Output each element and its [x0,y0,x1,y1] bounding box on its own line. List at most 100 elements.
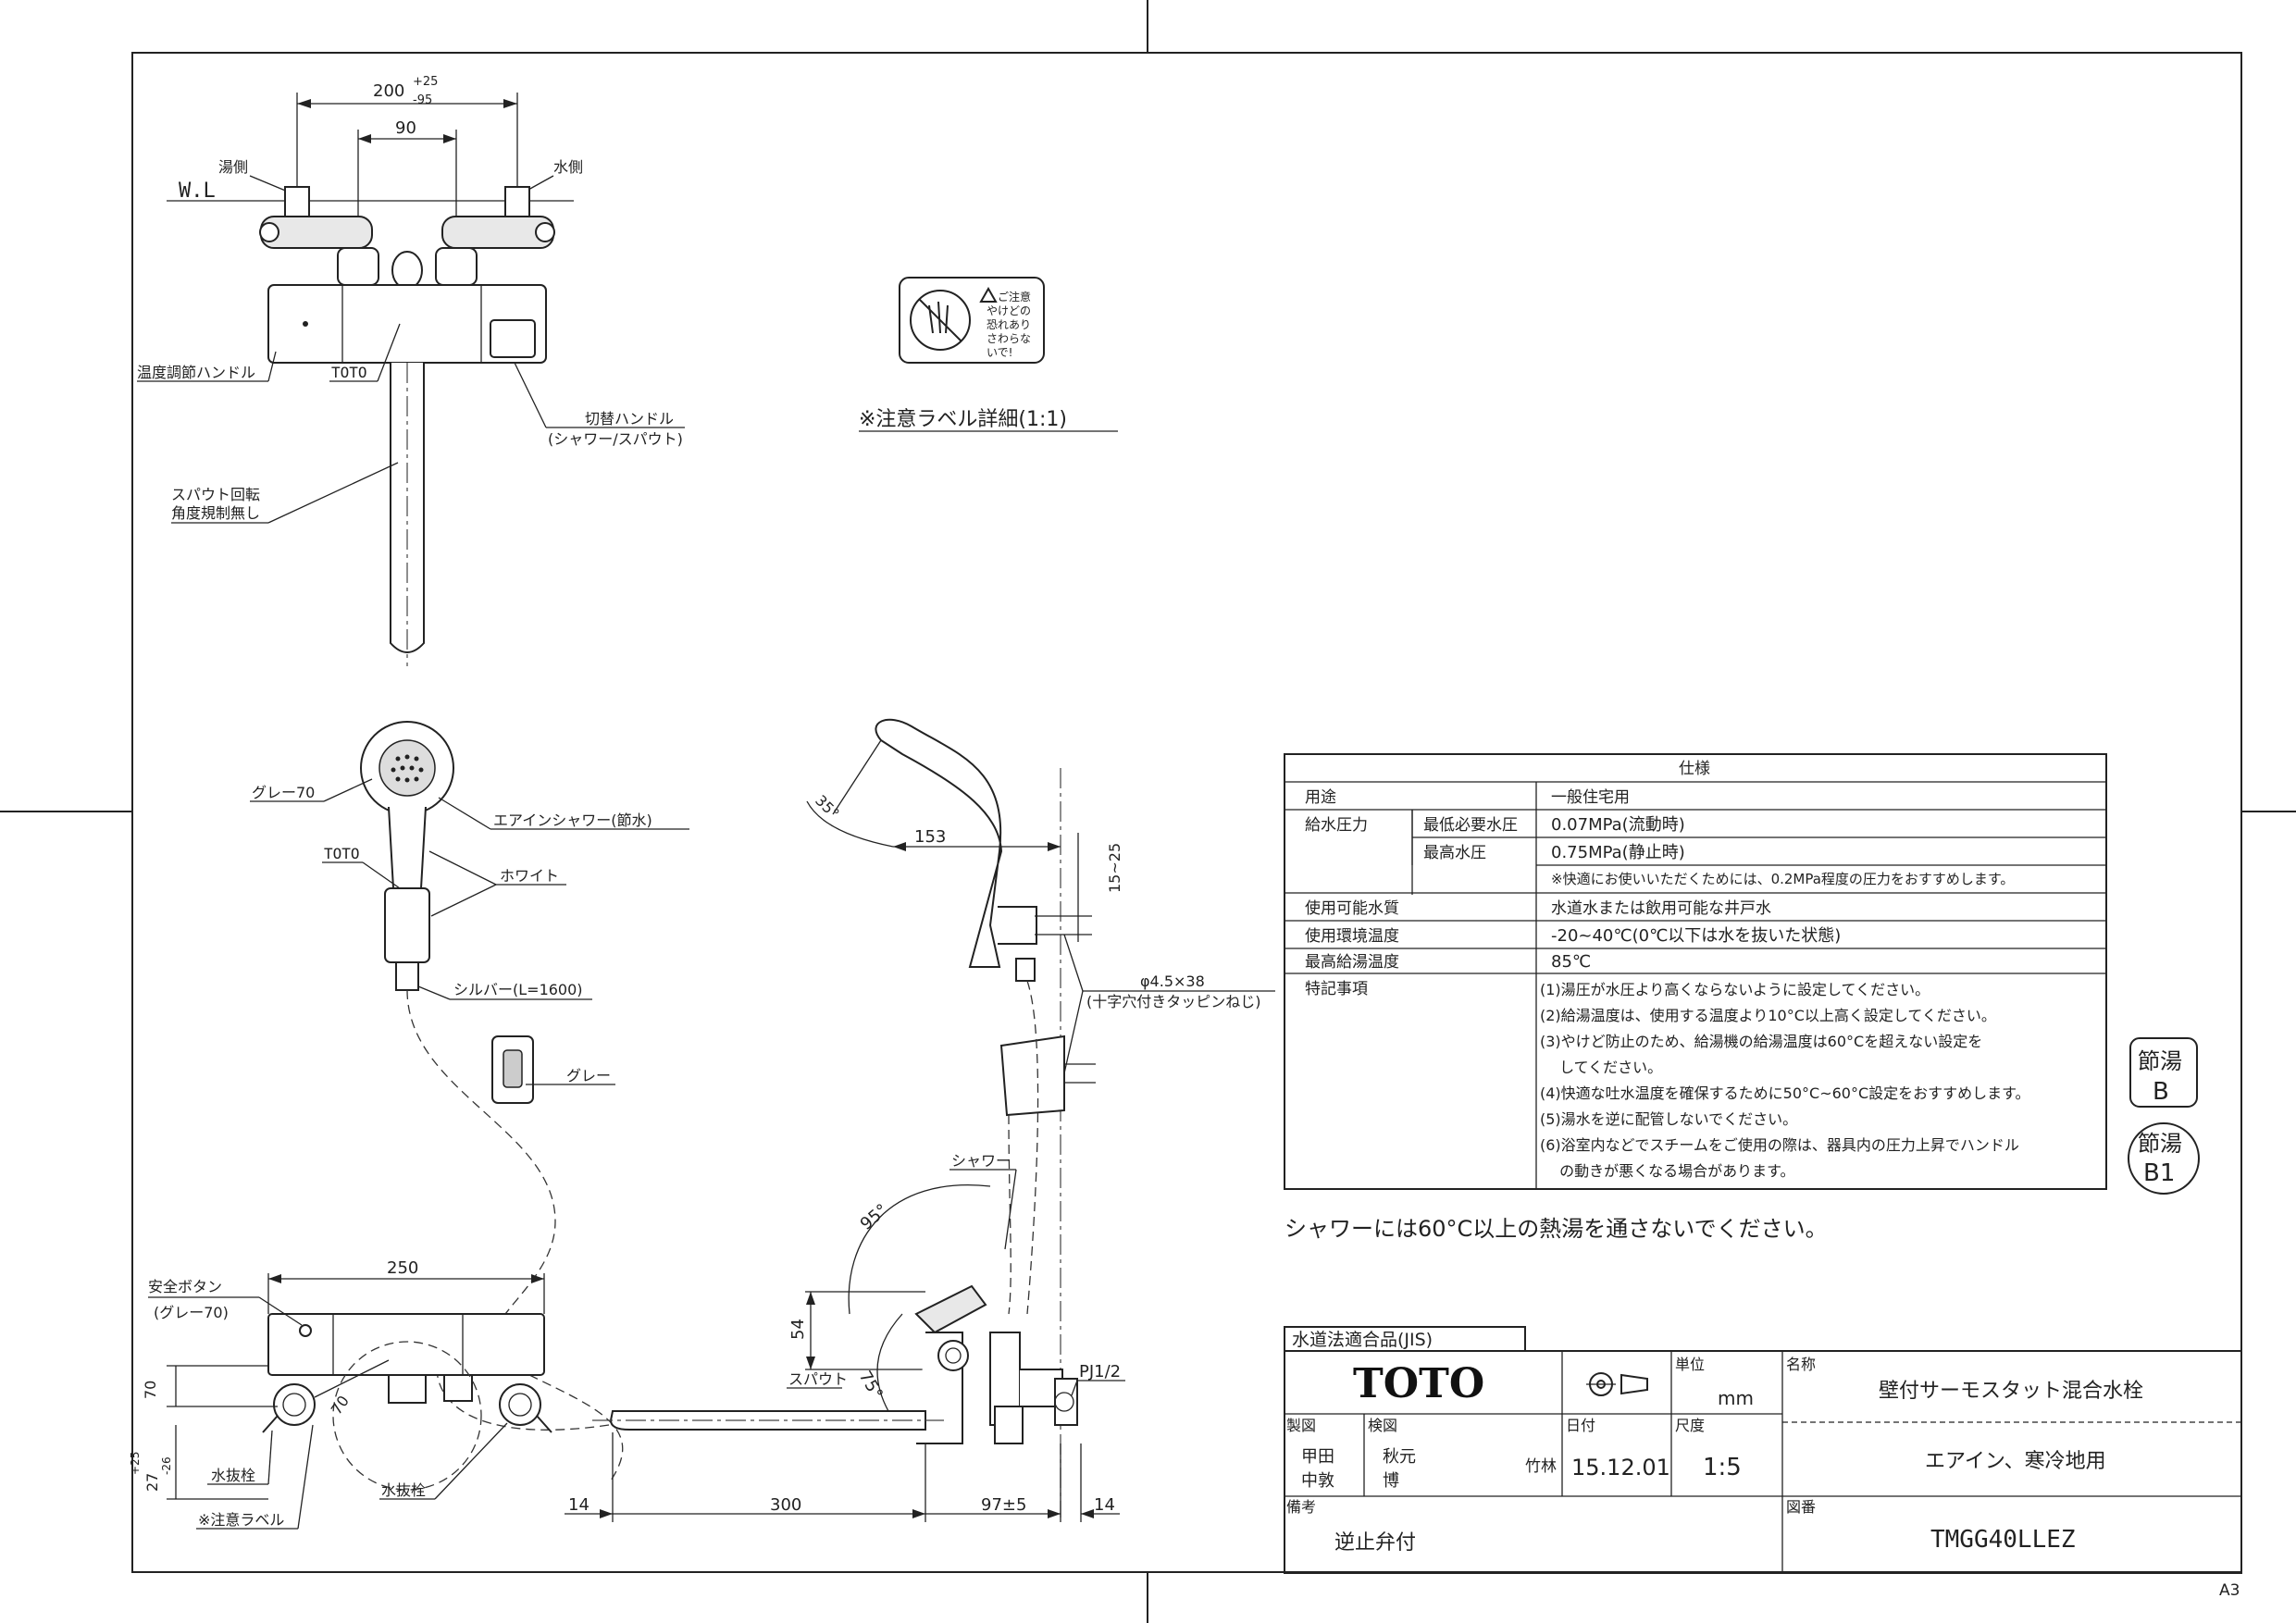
dim-200-tol-plus: +25 [413,75,438,89]
spec-table: 仕様 用途 一般住宅用 給水圧力 最低必要水圧 0.07MPa(流動時) 最高水… [1284,753,2107,1190]
screw-label-2: (十字穴付きタッピンねじ) [1086,993,1261,1010]
spec-row-env-temp-value: -20~40℃(0℃以下は水を抜いた状態) [1551,926,1841,946]
sheet-size: A3 [2219,1581,2240,1600]
spout-rotation-label-1: スパウト回転 [171,486,260,503]
date-label: 日付 [1566,1417,1595,1434]
drawing-no-value: TMGG40LLEZ [1930,1526,2076,1554]
warning-triangle-icon [979,286,998,303]
pj-label: PJ1/2 [1079,1362,1121,1381]
caution-icon-line-2: やけどの [987,304,1031,317]
unit-label: 単位 [1675,1356,1705,1373]
spec-row-water-label: 使用可能水質 [1305,898,1399,918]
badge-b-bottom: B [2153,1078,2169,1106]
scale-value: 1:5 [1703,1454,1742,1481]
caution-icon-line-5: いで! [987,346,1012,359]
dim-153: 153 [914,827,946,847]
approved-seal: 竹林 [1525,1457,1557,1476]
spec-row-usage-label: 用途 [1305,788,1336,807]
spec-row-pressure-note: ※快適にお使いいただくためには、0.2MPa程度の圧力をおすすめします。 [1551,871,2014,887]
dim-27-tol-plus: +25 [129,1452,142,1475]
switch-handle-label: 切替ハンドル [585,410,674,427]
dim-250: 250 [387,1258,418,1278]
caution-icon-line-1: ご注意 [998,290,1031,304]
badge-b [2129,1037,2198,1108]
cold-side-label: 水側 [553,158,583,176]
checked-seal-2: 博 [1383,1471,1399,1491]
sub-name: エアイン、寒冷地用 [1925,1450,2106,1473]
drawn-seal-1: 甲田 [1301,1447,1334,1467]
dim-300: 300 [770,1495,801,1515]
spec-row-max-hot-label: 最高給湯温度 [1305,953,1399,972]
dim-70-vertical: 70 [142,1381,159,1399]
spec-note-5: (5)湯水を逆に配管しないでください。 [1540,1110,1797,1128]
grey70-label: グレー70 [252,784,315,801]
drain-plug-left-label: 水抜栓 [211,1467,255,1484]
dim-70-diagonal: 70 [328,1393,353,1419]
spec-note-2: (2)給湯温度は、使用する温度より10°C以上高く設定してください。 [1540,1007,1996,1024]
drawing-no-label: 図番 [1786,1498,1816,1516]
badge-b1-top: 節湯 [2138,1131,2182,1157]
caution-icon-line-3: 恐れあり [987,318,1031,331]
spec-row-max-hot-value: 85℃ [1551,952,1591,972]
jis-label: 水道法適合品(JIS) [1292,1330,1433,1350]
dim-14-right: 14 [1094,1495,1115,1515]
badge-b1 [2128,1122,2200,1195]
temp-handle-label: 温度調節ハンドル [137,364,255,381]
safety-button-label: 安全ボタン [148,1278,222,1295]
drawn-label: 製図 [1286,1417,1316,1434]
date-value: 15.12.01 [1571,1455,1670,1481]
checked-label: 検図 [1368,1417,1397,1434]
caution-icon-line-4: さわらな [987,332,1031,345]
spec-notes-label: 特記事項 [1305,980,1368,998]
angle-35: 35° [812,791,842,822]
dim-90: 90 [395,118,416,138]
spec-note-6: (6)浴室内などでスチームをご使用の際は、器具内の圧力上昇でハンドル [1540,1136,2019,1154]
spec-row-usage-value: 一般住宅用 [1551,788,1630,807]
spec-row-pressure-label: 給水圧力 [1305,816,1368,835]
hot-side-label: 湯側 [218,158,248,176]
air-in-shower-label: エアインシャワー(節水) [493,812,652,829]
no-touch-icon [910,290,971,351]
spec-note-6b: の動きが悪くなる場合があります。 [1540,1162,1795,1180]
spec-note-3b: してください。 [1540,1059,1662,1076]
drain-plug-right-label: 水抜栓 [381,1481,426,1499]
remarks-value: 逆止弁付 [1334,1531,1416,1555]
spec-row-min-pressure-label: 最低必要水圧 [1423,816,1518,835]
angle-95: 95° [857,1200,892,1234]
name-label: 名称 [1786,1356,1816,1373]
front-view: 250 安全ボタン (グレー70) 70 70 27 +25 -26 水抜栓 ※… [129,1258,552,1530]
water-saving-badges: 節湯 B 節湯 B1 [2128,1037,2200,1195]
wl-label: W.L [179,180,216,203]
spec-note-4: (4)快適な吐水温度を確保するために50°C~60°C設定をおすすめします。 [1540,1084,2030,1102]
spec-row-env-temp-label: 使用環境温度 [1305,926,1399,946]
title-block: 水道法適合品(JIS) TOTO 単位 mm 名称 壁付サーモスタット混合水栓 … [1284,1326,2242,1574]
badge-b1-bottom: B1 [2143,1159,2175,1187]
front-caution-label: ※注意ラベル [198,1511,284,1529]
spec-row-max-pressure-value: 0.75MPa(静止時) [1551,843,1685,862]
dim-54: 54 [788,1319,808,1340]
toto-label-shower: TOTO [324,845,360,862]
third-angle-projection-icon [1586,1372,1648,1396]
top-view: 200 +25 -95 90 W.L 湯側 水側 [137,75,685,666]
unit-value: mm [1718,1387,1754,1409]
spec-row-min-pressure-value: 0.07MPa(流動時) [1551,815,1685,835]
silver-hose-label: シルバー(L=1600) [453,981,583,998]
toto-logo: TOTO [1353,1360,1484,1407]
dim-27: 27 [143,1473,161,1492]
checked-seal-1: 秋元 [1383,1447,1416,1467]
caution-label-caption: ※注意ラベル詳細(1:1) [859,408,1067,431]
dim-97: 97±5 [981,1495,1026,1515]
dim-14-left: 14 [568,1495,590,1515]
spout-label: スパウト [788,1370,848,1388]
spec-row-water-value: 水道水または飲用可能な井戸水 [1551,899,1771,918]
spec-row-max-pressure-label: 最高水圧 [1423,844,1486,862]
white-label: ホワイト [500,867,559,885]
scale-label: 尺度 [1675,1417,1705,1434]
spec-note-3: (3)やけど防止のため、給湯機の給湯温度は60°Cを超えない設定を [1540,1033,1982,1050]
shower-warning: シャワーには60°C以上の熱湯を通さないでください。 [1285,1216,1828,1242]
shower-front-view: グレー70 エアインシャワー(節水) TOTO ホワイト シルバー(L=1600… [250,721,689,1481]
spec-title: 仕様 [1679,760,1710,778]
caution-label-detail: ご注意 やけどの 恐れあり さわらな いで! ※注意ラベル詳細(1:1) [859,277,1118,432]
safety-button-sub: (グレー70) [154,1304,229,1321]
